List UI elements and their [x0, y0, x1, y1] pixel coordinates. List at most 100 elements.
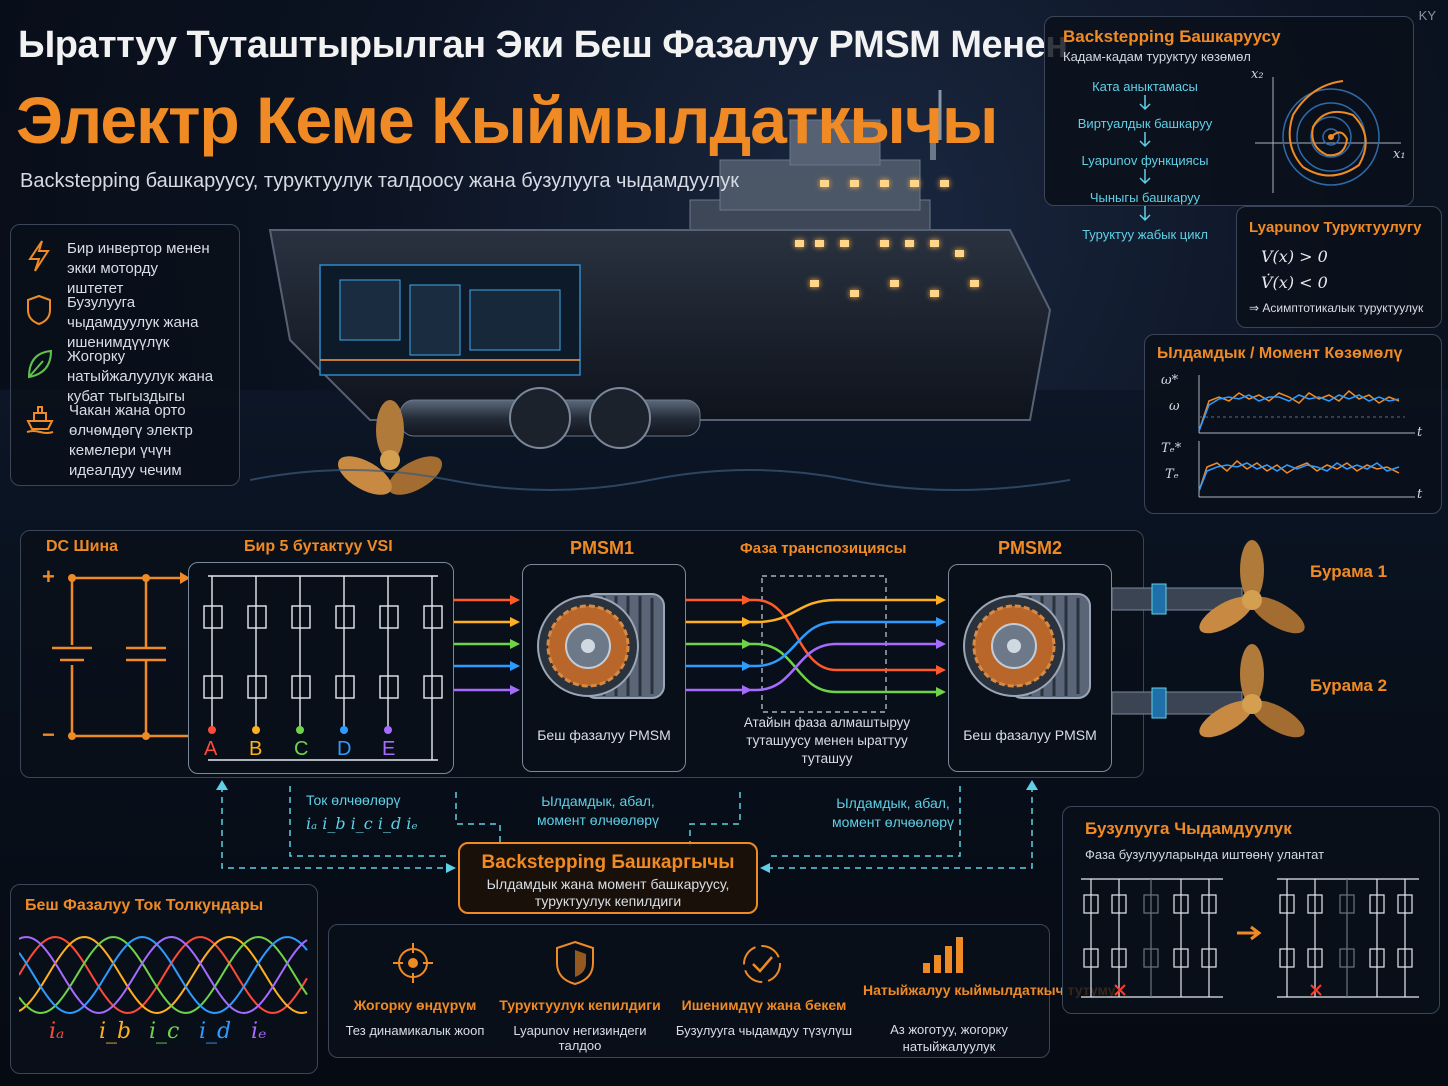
propeller-1-label: Бурама 1	[1310, 562, 1388, 581]
waves-title: Беш Фазалуу Ток Толкундары	[25, 897, 264, 914]
target-icon	[393, 943, 433, 983]
title-line-1: Ыраттуу Туташтырылган Эки Беш Фазалуу PM…	[18, 24, 1068, 66]
benefit-title: Натыйжалуу кыймылдаткыч тутуму	[863, 982, 1116, 998]
pmsm2-description: Беш фазалуу PMSM	[963, 727, 1097, 743]
vsi-switches	[203, 575, 443, 761]
wave-label-d: i_d	[199, 1019, 232, 1044]
benefit-desc: Аз жоготуу, жогорку натыйжалуулук	[890, 1022, 1008, 1054]
feature-item: Бузулууга чыдамдуулук жана ишенимдүүлүк	[25, 293, 227, 353]
pmsm2-motor-icon	[963, 593, 1091, 699]
phase-a-label: A	[204, 738, 218, 760]
benefit-desc: Бузулууга чыдамдуу түзүлүш	[675, 1023, 853, 1038]
benefit-desc: Lyapunov негизиндеги талдоо	[513, 1023, 647, 1053]
wave-label-e: iₑ	[251, 1019, 267, 1044]
pmsm1-label: PMSM1	[570, 538, 635, 558]
phase-wave-line	[19, 935, 308, 1015]
torque-label: Tₑ	[1165, 467, 1179, 482]
feature-item: Чакан жана орто өлчөмдөгү электр кемелер…	[25, 401, 234, 481]
phase-e-label: E	[382, 738, 396, 760]
tracking-panel: Ылдамдык / Момент Көзөмөлү ω* ω Tₑ* Tₑ t…	[1144, 334, 1442, 514]
torque-ref-label: Tₑ*	[1161, 441, 1182, 456]
wave-label-b: i_b	[99, 1019, 132, 1044]
speed-ref-label: ω*	[1161, 373, 1179, 388]
lightning-icon	[28, 240, 50, 272]
dc-plus-label: +	[42, 564, 55, 589]
fault-switch-diagram	[1081, 878, 1419, 998]
tracking-plot	[1198, 375, 1415, 498]
speed-measure-label-1: Ылдамдык, абал, момент өлчөөлөрү	[536, 793, 660, 828]
feature-item: Бир инвертор менен экки моторду иштетет	[25, 239, 217, 299]
benefit-title: Жогорку өндүрүм	[353, 997, 477, 1013]
benefit-desc: Тез динамикалык жооп	[345, 1023, 485, 1038]
dc-bus-circuit	[52, 572, 190, 740]
pmsm2-label: PMSM2	[998, 538, 1063, 558]
dc-minus-label: −	[42, 722, 55, 747]
fault-tolerance-panel: Бузулууга Чыдамдуулук Фаза бузулууларынд…	[1062, 806, 1440, 1014]
wave-label-c: i_c	[149, 1019, 180, 1044]
fault-title: Бузулууга Чыдамдуулук	[1085, 819, 1292, 838]
vsi-inverter-box	[188, 562, 454, 774]
phase-d-label: D	[337, 738, 352, 760]
phase-wires-vsi-pmsm1	[454, 595, 520, 695]
controller-description: Ылдамдык жана момент башкаруусу, турукту…	[486, 876, 730, 909]
speed-measure-label-2: Ылдамдык, абал, момент өлчөөлөрү	[831, 795, 955, 830]
fault-subtitle: Фаза бузулууларында иштөөнү улантат	[1085, 847, 1325, 862]
axis-x-label: x₁	[1393, 147, 1406, 162]
tracking-title: Ылдамдык / Момент Көзөмөлү	[1157, 345, 1403, 362]
title-line-2: Электр Кеме Кыймылдаткычы	[16, 83, 998, 157]
shield-check-icon	[556, 940, 594, 986]
benefits-panel: Жогорку өндүрүм Тез динамикалык жооп Тур…	[328, 924, 1116, 1058]
t-axis-label: t	[1417, 425, 1423, 440]
vsi-label: Бир 5 бутактуу VSI	[244, 538, 393, 555]
dc-bus-label: DC Шина	[46, 538, 119, 555]
leaf-icon	[27, 349, 53, 379]
phase-b-label: B	[249, 738, 263, 760]
propeller-2-label: Бурама 2	[1310, 676, 1388, 695]
step-item: Чыныгы башкаруу	[1089, 190, 1201, 205]
wave-label-a: iₐ	[49, 1019, 65, 1044]
ship-illustration	[250, 90, 1070, 495]
shield-icon	[27, 294, 51, 326]
ship-icon	[26, 406, 54, 434]
phase-wave-line	[19, 935, 308, 1015]
step-arrows	[1139, 95, 1151, 222]
backstepping-steps: Ката аныктамасы Виртуалдык башкаруу Lyap…	[1055, 79, 1235, 264]
benefit-title: Ишенимдүү жана бекем	[681, 997, 847, 1013]
phase-wave-line	[19, 935, 308, 1015]
phase-wave-line	[19, 935, 308, 1015]
propeller-shafts	[1112, 540, 1305, 738]
feature-text: Чакан жана орто өлчөмдөгү электр кемелер…	[69, 402, 193, 479]
t-axis-label: t	[1417, 487, 1423, 502]
feature-text: Жогорку натыйжалуулук жана кубат тыгызды…	[67, 348, 214, 405]
controller-title: Backstepping Башкаргычы	[481, 852, 735, 873]
step-item: Ката аныктамасы	[1092, 79, 1198, 94]
phase-portrait	[1255, 77, 1401, 193]
axis-y-label: x₂	[1251, 67, 1264, 82]
backstepping-title: Backstepping Башкаруусу	[1063, 27, 1281, 46]
lyapunov-panel: Lyapunov Туруктуулугу V(x) > 0 V̇(x) < 0…	[1236, 206, 1442, 328]
current-waves-panel: Беш Фазалуу Ток Толкундары iₐ i_b i_c i_…	[10, 884, 318, 1074]
feature-list-panel: Бир инвертор менен экки моторду иштетет …	[10, 224, 240, 486]
phase-wave-line	[19, 935, 308, 1015]
lyapunov-eq-2: V̇(x) < 0	[1261, 273, 1328, 292]
check-circle-icon	[743, 945, 781, 983]
transposition-label: Фаза транспозициясы	[740, 540, 907, 557]
feedback-lines	[216, 780, 1038, 873]
step-item: Туруктуу жабык цикл	[1082, 227, 1208, 242]
lyapunov-result: ⇒ Асимптотикалык туруктуулук	[1249, 301, 1424, 315]
backstepping-subtitle: Кадам-кадам туруктуу көзөмөл	[1063, 49, 1251, 64]
feature-text: Бир инвертор менен экки моторду иштетет	[67, 240, 210, 297]
subtitle: Backstepping башкаруусу, туруктуулук тал…	[20, 170, 739, 192]
phase-transposition-wires	[686, 575, 946, 713]
step-item: Lyapunov функциясы	[1081, 153, 1209, 168]
speed-label: ω	[1169, 399, 1180, 414]
five-phase-waveform	[19, 935, 308, 1015]
benefit-title: Туруктуулук кепилдиги	[499, 997, 661, 1013]
language-badge: KY	[1418, 8, 1436, 23]
lyapunov-eq-1: V(x) > 0	[1261, 247, 1328, 266]
backstepping-controller-box: Backstepping Башкаргычы Ылдамдык жана мо…	[458, 842, 758, 914]
phase-c-label: C	[294, 738, 309, 760]
backstepping-panel: Backstepping Башкаруусу Кадам-кадам туру…	[1044, 16, 1414, 242]
transposition-description: Атайын фаза алмаштыруу туташуусу менен ы…	[743, 715, 911, 766]
signal-bars-icon	[923, 937, 963, 973]
